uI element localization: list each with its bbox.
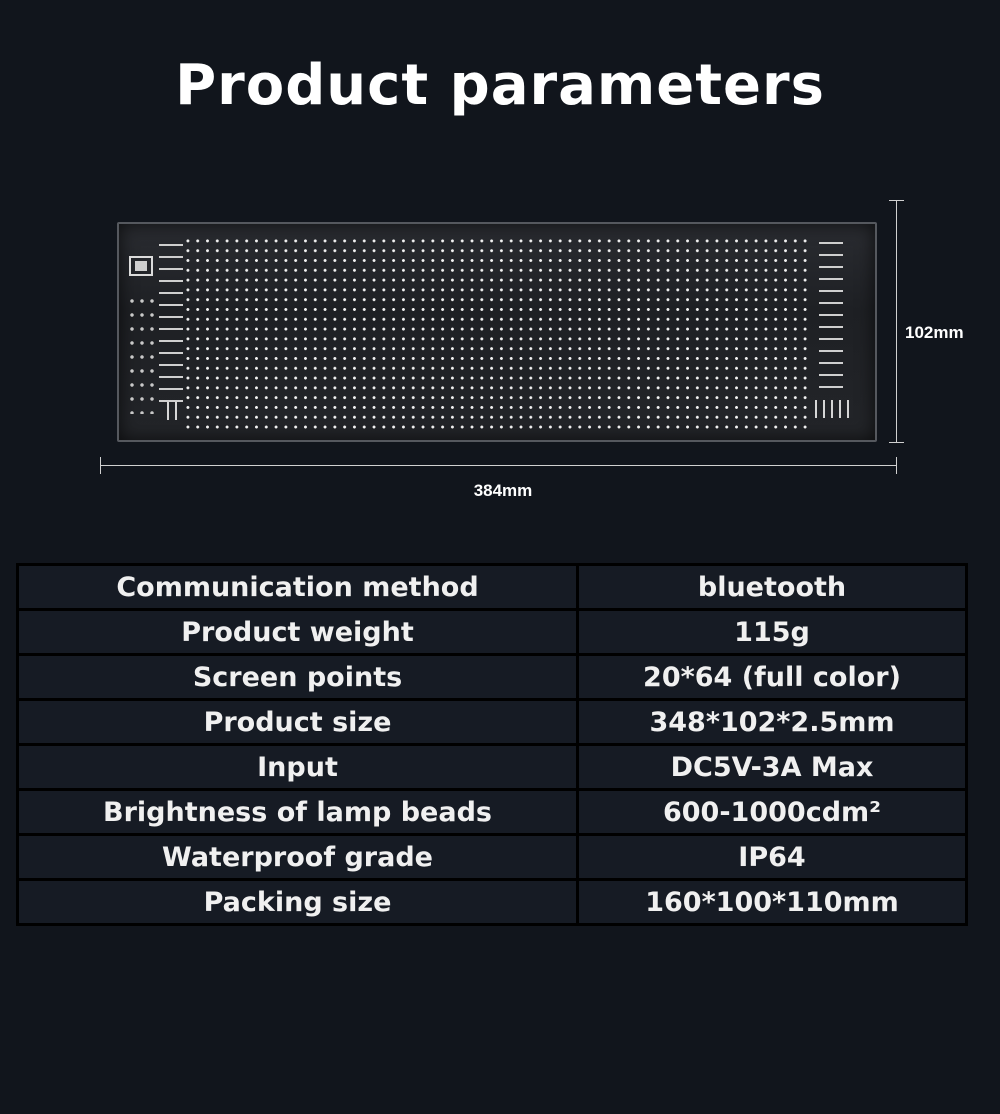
right-pins	[815, 400, 849, 418]
height-dimension-label: 102mm	[905, 323, 964, 342]
width-dimension-cap-left	[100, 457, 101, 474]
height-dimension-cap-top	[889, 200, 904, 201]
spec-label: Input	[16, 743, 579, 791]
table-row: Screen points 20*64 (full color)	[16, 653, 968, 701]
spec-value: DC5V-3A Max	[576, 743, 968, 791]
height-dimension-cap-bottom	[889, 442, 904, 443]
spec-value: 160*100*110mm	[576, 878, 968, 926]
spec-label: Product weight	[16, 608, 579, 656]
led-panel-image	[117, 222, 877, 442]
spec-value: bluetooth	[576, 563, 968, 611]
pcb-components	[127, 294, 157, 414]
spec-label: Brightness of lamp beads	[16, 788, 579, 836]
left-connector-marks	[159, 244, 183, 404]
spec-value: 115g	[576, 608, 968, 656]
table-row: Waterproof grade IP64	[16, 833, 968, 881]
spec-value: IP64	[576, 833, 968, 881]
led-matrix	[183, 236, 813, 432]
left-pins	[167, 402, 183, 420]
width-dimension-line	[100, 465, 896, 466]
page-title: Product parameters	[175, 53, 825, 118]
table-row: Communication method bluetooth	[16, 563, 968, 611]
table-row: Packing size 160*100*110mm	[16, 878, 968, 926]
spec-value: 348*102*2.5mm	[576, 698, 968, 746]
spec-value: 600-1000cdm²	[576, 788, 968, 836]
spec-label: Product size	[16, 698, 579, 746]
table-row: Input DC5V-3A Max	[16, 743, 968, 791]
table-row: Product size 348*102*2.5mm	[16, 698, 968, 746]
spec-label: Packing size	[16, 878, 579, 926]
spec-label: Communication method	[16, 563, 579, 611]
right-connector-marks	[819, 242, 843, 392]
height-dimension-line	[896, 200, 897, 442]
spec-value: 20*64 (full color)	[576, 653, 968, 701]
width-dimension-cap-right	[896, 457, 897, 474]
width-dimension-label: 384mm	[473, 481, 533, 500]
spec-label: Screen points	[16, 653, 579, 701]
controller-chip	[129, 256, 153, 276]
table-row: Product weight 115g	[16, 608, 968, 656]
table-row: Brightness of lamp beads 600-1000cdm²	[16, 788, 968, 836]
spec-table: Communication method bluetooth Product w…	[16, 563, 968, 926]
spec-label: Waterproof grade	[16, 833, 579, 881]
